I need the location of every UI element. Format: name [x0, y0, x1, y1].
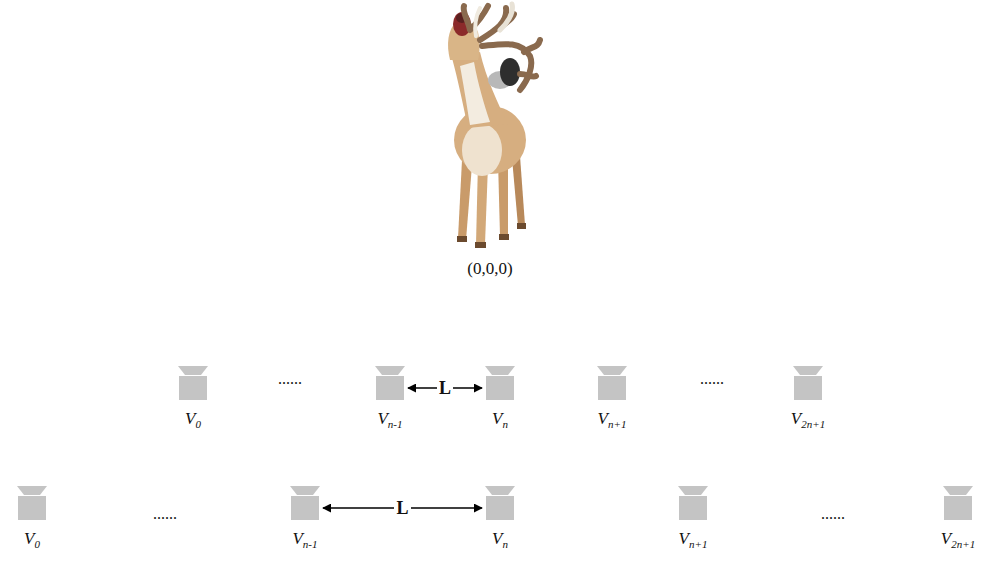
camera-node: Vn [484, 366, 516, 430]
camera-node: Vn-1 [289, 486, 321, 550]
view-label: V2n+1 [791, 410, 825, 430]
camera-node: V2n+1 [791, 366, 825, 430]
camera-node: Vn+1 [596, 366, 628, 430]
camera-icon [16, 486, 48, 520]
origin-label: (0,0,0) [467, 260, 512, 277]
camera-icon [596, 366, 628, 400]
distance-label: L [437, 379, 453, 397]
ellipsis: ...... [153, 506, 177, 522]
camera-icon [289, 486, 321, 520]
camera-icon [677, 486, 709, 520]
camera-node: Vn-1 [374, 366, 406, 430]
view-label: Vn [492, 410, 508, 430]
camera-node: V0 [16, 486, 48, 550]
distance-label: L [394, 499, 410, 517]
camera-icon [792, 366, 824, 400]
camera-icon [484, 366, 516, 400]
view-label: Vn [492, 530, 508, 550]
camera-node: Vn [484, 486, 516, 550]
view-label: Vn-1 [292, 530, 317, 550]
camera-node: Vn+1 [677, 486, 709, 550]
camera-node: V2n+1 [941, 486, 975, 550]
view-label: Vn+1 [679, 530, 708, 550]
ellipsis: ...... [821, 506, 845, 522]
view-label: Vn-1 [377, 410, 402, 430]
camera-icon [374, 366, 406, 400]
camera-node: V0 [177, 366, 209, 430]
ellipsis: ...... [700, 371, 724, 387]
ellipsis: ...... [278, 371, 302, 387]
camera-icon [484, 486, 516, 520]
camera-icon [177, 366, 209, 400]
view-label: V0 [24, 530, 40, 550]
view-label: V2n+1 [941, 530, 975, 550]
view-label: V0 [185, 410, 201, 430]
view-label: Vn+1 [598, 410, 627, 430]
camera-icon [942, 486, 974, 520]
